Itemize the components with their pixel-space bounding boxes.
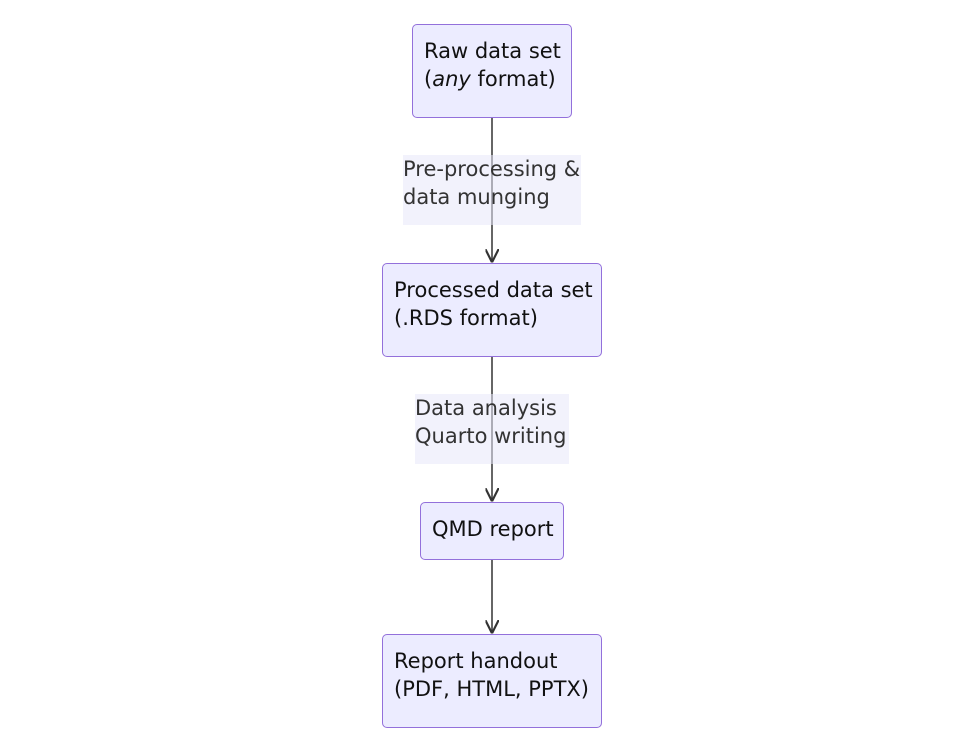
node-subtitle: (any format) [424, 67, 556, 91]
edge-label-line: data munging [403, 185, 550, 209]
edge-label-preprocessing: Pre-processing & data munging [403, 155, 581, 225]
node-report-handout[interactable]: Report handout (PDF, HTML, PPTX) [382, 634, 602, 728]
node-emphasis: any [432, 67, 471, 91]
node-raw-data-set[interactable]: Raw data set (any format) [412, 24, 572, 118]
node-subtitle: (.RDS format) [394, 306, 538, 330]
node-subtitle: (PDF, HTML, PPTX) [394, 677, 589, 701]
node-title: Report handout [394, 649, 558, 673]
node-title: QMD report [432, 517, 554, 541]
node-title: Processed data set [394, 278, 593, 302]
edge-label-line: Pre-processing & [403, 157, 581, 181]
edge-label-line: Quarto writing [415, 424, 567, 448]
edge-label-line: Data analysis [415, 396, 557, 420]
node-qmd-report[interactable]: QMD report [420, 502, 564, 560]
node-title: Raw data set [424, 39, 561, 63]
edge-label-analysis: Data analysis Quarto writing [415, 394, 569, 464]
node-processed-data-set[interactable]: Processed data set (.RDS format) [382, 263, 602, 357]
